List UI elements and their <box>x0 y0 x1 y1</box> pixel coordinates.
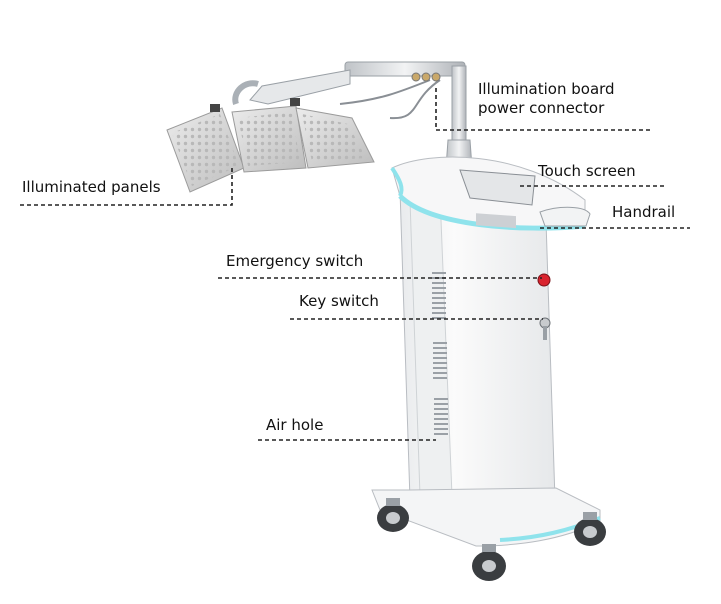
label-illumination-connector-line2: power connector <box>478 99 605 117</box>
label-handrail: Handrail <box>612 203 676 221</box>
label-touch-screen: Touch screen <box>538 162 636 180</box>
leader-lines <box>20 88 690 441</box>
support-arm <box>232 61 473 169</box>
label-illuminated-panels: Illuminated panels <box>22 178 161 196</box>
label-key-switch: Key switch <box>299 292 379 310</box>
cabinet <box>371 156 601 547</box>
caster-wheels <box>377 498 606 581</box>
label-illumination-connector-line1: Illumination board <box>478 80 615 98</box>
leader-line-illumination-connector <box>435 88 650 131</box>
led-panels <box>166 98 375 193</box>
label-emergency-switch: Emergency switch <box>226 252 364 270</box>
leader-line-illuminated-panels <box>20 165 233 206</box>
label-air-hole: Air hole <box>266 416 324 434</box>
